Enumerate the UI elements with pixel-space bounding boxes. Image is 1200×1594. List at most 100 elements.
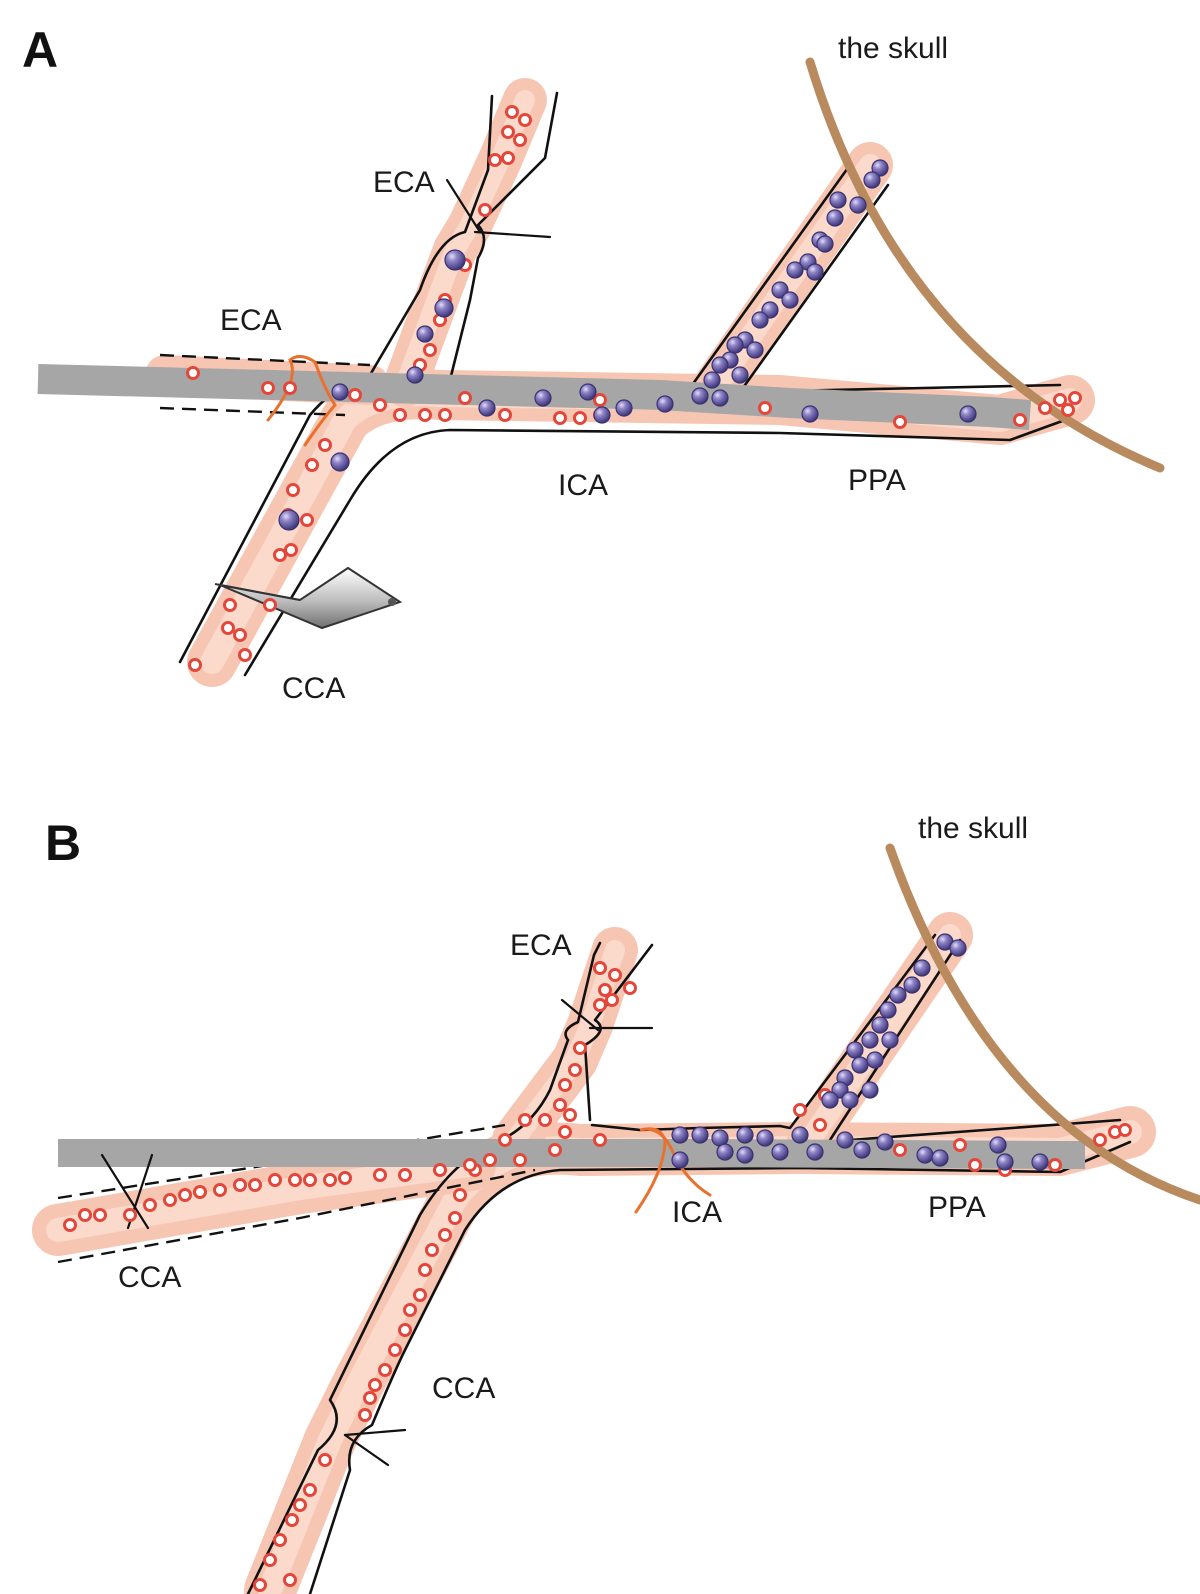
- red-blood-cell-icon: [358, 1408, 372, 1422]
- red-blood-cell-icon: [623, 981, 637, 995]
- microsphere-icon: [330, 452, 350, 472]
- red-blood-cell-icon: [163, 1193, 177, 1207]
- red-blood-cell-icon: [418, 408, 432, 422]
- red-blood-cell-icon: [378, 1363, 392, 1377]
- red-blood-cell-icon: [373, 1168, 387, 1182]
- microsphere-icon: [771, 1143, 789, 1161]
- microsphere-icon: [903, 976, 921, 994]
- microsphere-icon: [931, 1149, 949, 1167]
- red-blood-cell-icon: [221, 621, 235, 635]
- microsphere-icon: [331, 383, 349, 401]
- microsphere-icon: [691, 387, 709, 405]
- skull-a: [805, 57, 1165, 473]
- red-blood-cell-icon: [1118, 1123, 1132, 1137]
- catheter-b: [58, 1139, 1085, 1169]
- red-blood-cell-icon: [263, 598, 277, 612]
- red-blood-cell-icon: [793, 1103, 807, 1117]
- red-blood-cell-icon: [553, 1098, 567, 1112]
- red-blood-cell-icon: [93, 1208, 107, 1222]
- microsphere-icon: [851, 1056, 869, 1074]
- red-blood-cell-icon: [268, 1173, 282, 1187]
- label-ppa-b: PPA: [928, 1191, 986, 1224]
- microsphere-icon: [853, 1141, 871, 1159]
- red-blood-cell-icon: [284, 543, 298, 557]
- label-skull-b: the skull: [918, 812, 1028, 845]
- red-blood-cell-icon: [293, 1498, 307, 1512]
- suture-a: [266, 355, 337, 447]
- microsphere-icon: [821, 1091, 839, 1109]
- red-blood-cell-icon: [813, 1118, 827, 1132]
- red-blood-cell-icon: [483, 1153, 497, 1167]
- microsphere-icon: [703, 371, 721, 389]
- microsphere-icon: [579, 383, 597, 401]
- microsphere-icon: [959, 405, 977, 423]
- red-blood-cell-icon: [286, 483, 300, 497]
- red-blood-cell-icon: [518, 113, 532, 127]
- vessels-b: [32, 912, 1156, 1594]
- microsphere-icon: [791, 1126, 809, 1144]
- microsphere-icon: [726, 336, 744, 354]
- red-blood-cell-icon: [373, 398, 387, 412]
- red-blood-cell-icon: [303, 1173, 317, 1187]
- red-blood-cell-icon: [248, 1178, 262, 1192]
- red-blood-cell-icon: [1013, 413, 1027, 427]
- cells-b: [63, 933, 1132, 1592]
- red-blood-cell-icon: [303, 1483, 317, 1497]
- red-blood-cell-icon: [263, 1553, 277, 1567]
- red-blood-cell-icon: [968, 1158, 982, 1172]
- microsphere-icon: [746, 341, 764, 359]
- microsphere-icon: [806, 1143, 824, 1161]
- vessel-clip-icon: [214, 566, 403, 630]
- red-blood-cell-icon: [501, 125, 515, 139]
- label-eca-top-b: ECA: [510, 929, 572, 962]
- label-ica-b: ICA: [672, 1196, 722, 1229]
- red-blood-cell-icon: [548, 1143, 562, 1157]
- red-blood-cell-icon: [463, 1158, 477, 1172]
- microsphere-icon: [863, 171, 881, 189]
- red-blood-cell-icon: [1048, 1158, 1062, 1172]
- microsphere-icon: [278, 509, 300, 531]
- microsphere-icon: [989, 1136, 1007, 1154]
- red-blood-cell-icon: [1093, 1133, 1107, 1147]
- red-blood-cell-icon: [488, 153, 502, 167]
- red-blood-cell-icon: [63, 1218, 77, 1232]
- red-blood-cell-icon: [553, 411, 567, 425]
- red-blood-cell-icon: [318, 438, 332, 452]
- microsphere-icon: [881, 1031, 899, 1049]
- microsphere-icon: [756, 1129, 774, 1147]
- red-blood-cell-icon: [605, 993, 619, 1007]
- microsphere-icon: [861, 1081, 879, 1099]
- label-eca-stump-a: ECA: [220, 304, 282, 337]
- red-blood-cell-icon: [425, 1243, 439, 1257]
- red-blood-cell-icon: [598, 983, 612, 997]
- label-cca-lower-b: CCA: [432, 1372, 495, 1405]
- red-blood-cell-icon: [1053, 393, 1067, 407]
- microsphere-icon: [671, 1126, 689, 1144]
- red-blood-cell-icon: [253, 1578, 267, 1592]
- red-blood-cell-icon: [273, 1533, 287, 1547]
- red-blood-cell-icon: [213, 1183, 227, 1197]
- microsphere-icon: [478, 399, 496, 417]
- red-blood-cell-icon: [233, 1178, 247, 1192]
- red-blood-cell-icon: [433, 1163, 447, 1177]
- red-blood-cell-icon: [448, 1211, 462, 1225]
- skull-b: [885, 843, 1200, 1205]
- red-blood-cell-icon: [143, 1198, 157, 1212]
- microsphere-icon: [889, 986, 907, 1004]
- red-blood-cell-icon: [188, 658, 202, 672]
- red-blood-cell-icon: [223, 598, 237, 612]
- red-blood-cell-icon: [398, 1323, 412, 1337]
- catheter-a: [37, 364, 1032, 430]
- red-blood-cell-icon: [78, 1208, 92, 1222]
- microsphere-icon: [731, 366, 749, 384]
- microsphere-icon: [406, 366, 424, 384]
- red-blood-cell-icon: [363, 1391, 377, 1405]
- microsphere-icon: [996, 1153, 1014, 1171]
- ligature-eca-a: [445, 178, 552, 239]
- red-blood-cell-icon: [498, 408, 512, 422]
- ligature-eca-b: [560, 998, 654, 1032]
- red-blood-cell-icon: [193, 1185, 207, 1199]
- microsphere-icon: [615, 399, 633, 417]
- red-blood-cell-icon: [538, 1113, 552, 1127]
